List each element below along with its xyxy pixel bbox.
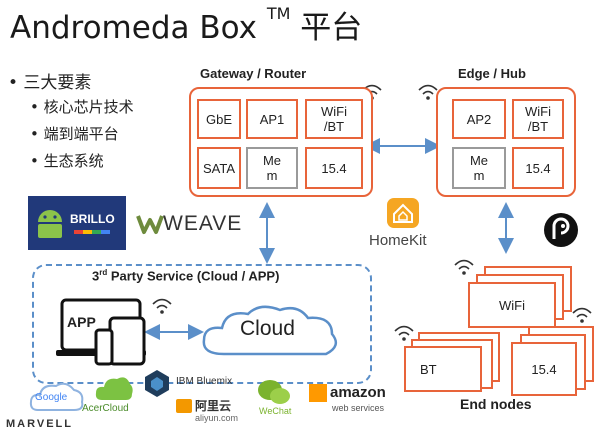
gateway-memory-block: Me m — [246, 147, 298, 189]
gateway-sata-block: SATA — [197, 147, 241, 189]
aliyun-text: 阿里云 — [195, 399, 232, 413]
weave-text: WEAVE — [163, 212, 243, 235]
wifi-signal-icon — [152, 298, 172, 314]
third-party-service-box — [32, 264, 372, 384]
gateway-zigbee-block: 15.4 — [305, 147, 363, 189]
bullet-main: • 三大要素 — [8, 73, 92, 93]
edge-zigbee-block: 15.4 — [512, 147, 564, 189]
aliyun-domain-text: aliyun.com — [195, 413, 239, 423]
edge-ap2-block: AP2 — [452, 99, 506, 139]
gateway-wifi-bt-block: WiFi /BT — [305, 99, 363, 139]
gateway-router-label: Gateway / Router — [200, 66, 307, 81]
app-label: APP — [67, 314, 96, 330]
amazon-web-services-text: web services — [332, 403, 385, 413]
gateway-ap1-block: AP1 — [246, 99, 298, 139]
amazon-text: amazon — [330, 384, 386, 401]
platform-logo-icon — [544, 213, 578, 247]
google-text: Google — [35, 392, 68, 403]
page-title: Andromeda Box TM 平台 — [10, 4, 363, 46]
brillo-logo: BRILLO — [28, 196, 126, 250]
wechat-text: WeChat — [259, 406, 292, 416]
gateway-gbe-block: GbE — [197, 99, 241, 139]
edge-wifi-bt-block: WiFi /BT — [512, 99, 564, 139]
google-cloud-icon — [29, 382, 84, 411]
acercloud-text: AcerCloud — [82, 403, 129, 414]
end-nodes-label: End nodes — [460, 396, 532, 412]
wifi-node-card: WiFi — [468, 282, 556, 328]
ibm-bluemix-text: IBM Bluemix — [176, 376, 233, 387]
homekit-house-icon — [387, 198, 419, 228]
android-robot-icon — [38, 210, 62, 238]
homekit-text: HomeKit — [369, 232, 427, 249]
wifi-signal-icon — [394, 325, 414, 341]
ibm-bluemix-icon — [145, 370, 169, 397]
bullet-sub: • 生态系统 — [30, 152, 104, 170]
third-party-service-label: 3rd Party Service (Cloud / APP) — [92, 268, 280, 284]
wifi-signal-icon — [454, 259, 474, 275]
cloud-label: Cloud — [240, 317, 295, 340]
bt-node-card: BT — [404, 346, 482, 392]
edge-hub-box: AP2 WiFi /BT Me m 15.4 — [436, 87, 576, 197]
cloud-icon — [202, 305, 338, 356]
brillo-text: BRILLO — [70, 212, 115, 226]
aliyun-icon — [176, 399, 192, 413]
wifi-signal-icon — [572, 307, 592, 323]
wifi-signal-icon — [418, 84, 438, 100]
app-devices-icon — [56, 298, 146, 366]
wechat-icon — [258, 380, 290, 404]
brillo-color-bar — [74, 230, 110, 234]
aws-cube-icon — [309, 384, 327, 402]
bullet-sub: • 端到端平台 — [30, 125, 119, 143]
gateway-router-box: GbE AP1 WiFi /BT SATA Me m 15.4 — [189, 87, 373, 197]
acercloud-icon — [95, 377, 133, 400]
bullet-sub: • 核心芯片技术 — [30, 98, 134, 116]
edge-memory-block: Me m — [452, 147, 506, 189]
marvell-logo-text: MARVELL — [6, 418, 73, 430]
weave-w-icon — [136, 215, 164, 234]
zigbee-node-card: 15.4 — [511, 342, 577, 396]
edge-hub-label: Edge / Hub — [458, 66, 526, 81]
